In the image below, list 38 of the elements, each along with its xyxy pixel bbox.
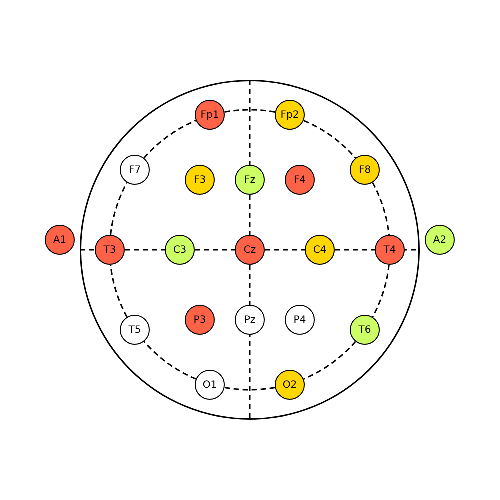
dashed-arc: [304, 120, 356, 159]
dashed-arc: [110, 182, 128, 236]
electrode: A2: [425, 225, 455, 255]
dashed-line: [125, 249, 165, 251]
electrode: F8: [350, 155, 380, 185]
dashed-line: [249, 195, 251, 235]
electrode: O2: [275, 370, 305, 400]
electrode: P4: [285, 305, 315, 335]
electrode: Fz: [235, 165, 265, 195]
electrode: C3: [165, 235, 195, 265]
electrode: T3: [95, 235, 125, 265]
electrode: T4: [375, 235, 405, 265]
electrode: F7: [120, 155, 150, 185]
electrode: T5: [120, 315, 150, 345]
dashed-arc: [224, 109, 276, 114]
dashed-line: [335, 249, 375, 251]
dashed-arc: [224, 386, 276, 391]
electrode: T6: [350, 315, 380, 345]
dashed-arc: [144, 341, 196, 380]
dashed-line: [265, 249, 305, 251]
dashed-arc: [372, 264, 390, 318]
dashed-line: [249, 265, 251, 305]
electrode: F3: [185, 165, 215, 195]
electrode: F4: [285, 165, 315, 195]
electrode: Pz: [235, 305, 265, 335]
electrode: Cz: [235, 235, 265, 265]
electrode: A1: [45, 225, 75, 255]
dashed-arc: [144, 120, 196, 159]
electrode: P3: [185, 305, 215, 335]
electrode: O1: [195, 370, 225, 400]
dashed-arc: [304, 341, 356, 380]
dashed-line: [195, 249, 235, 251]
electrode: Fp2: [275, 100, 305, 130]
electrode: Fp1: [195, 100, 225, 130]
head-outline: [80, 80, 420, 420]
electrode: C4: [305, 235, 335, 265]
dashed-arc: [110, 264, 128, 318]
dashed-arc: [372, 182, 390, 236]
